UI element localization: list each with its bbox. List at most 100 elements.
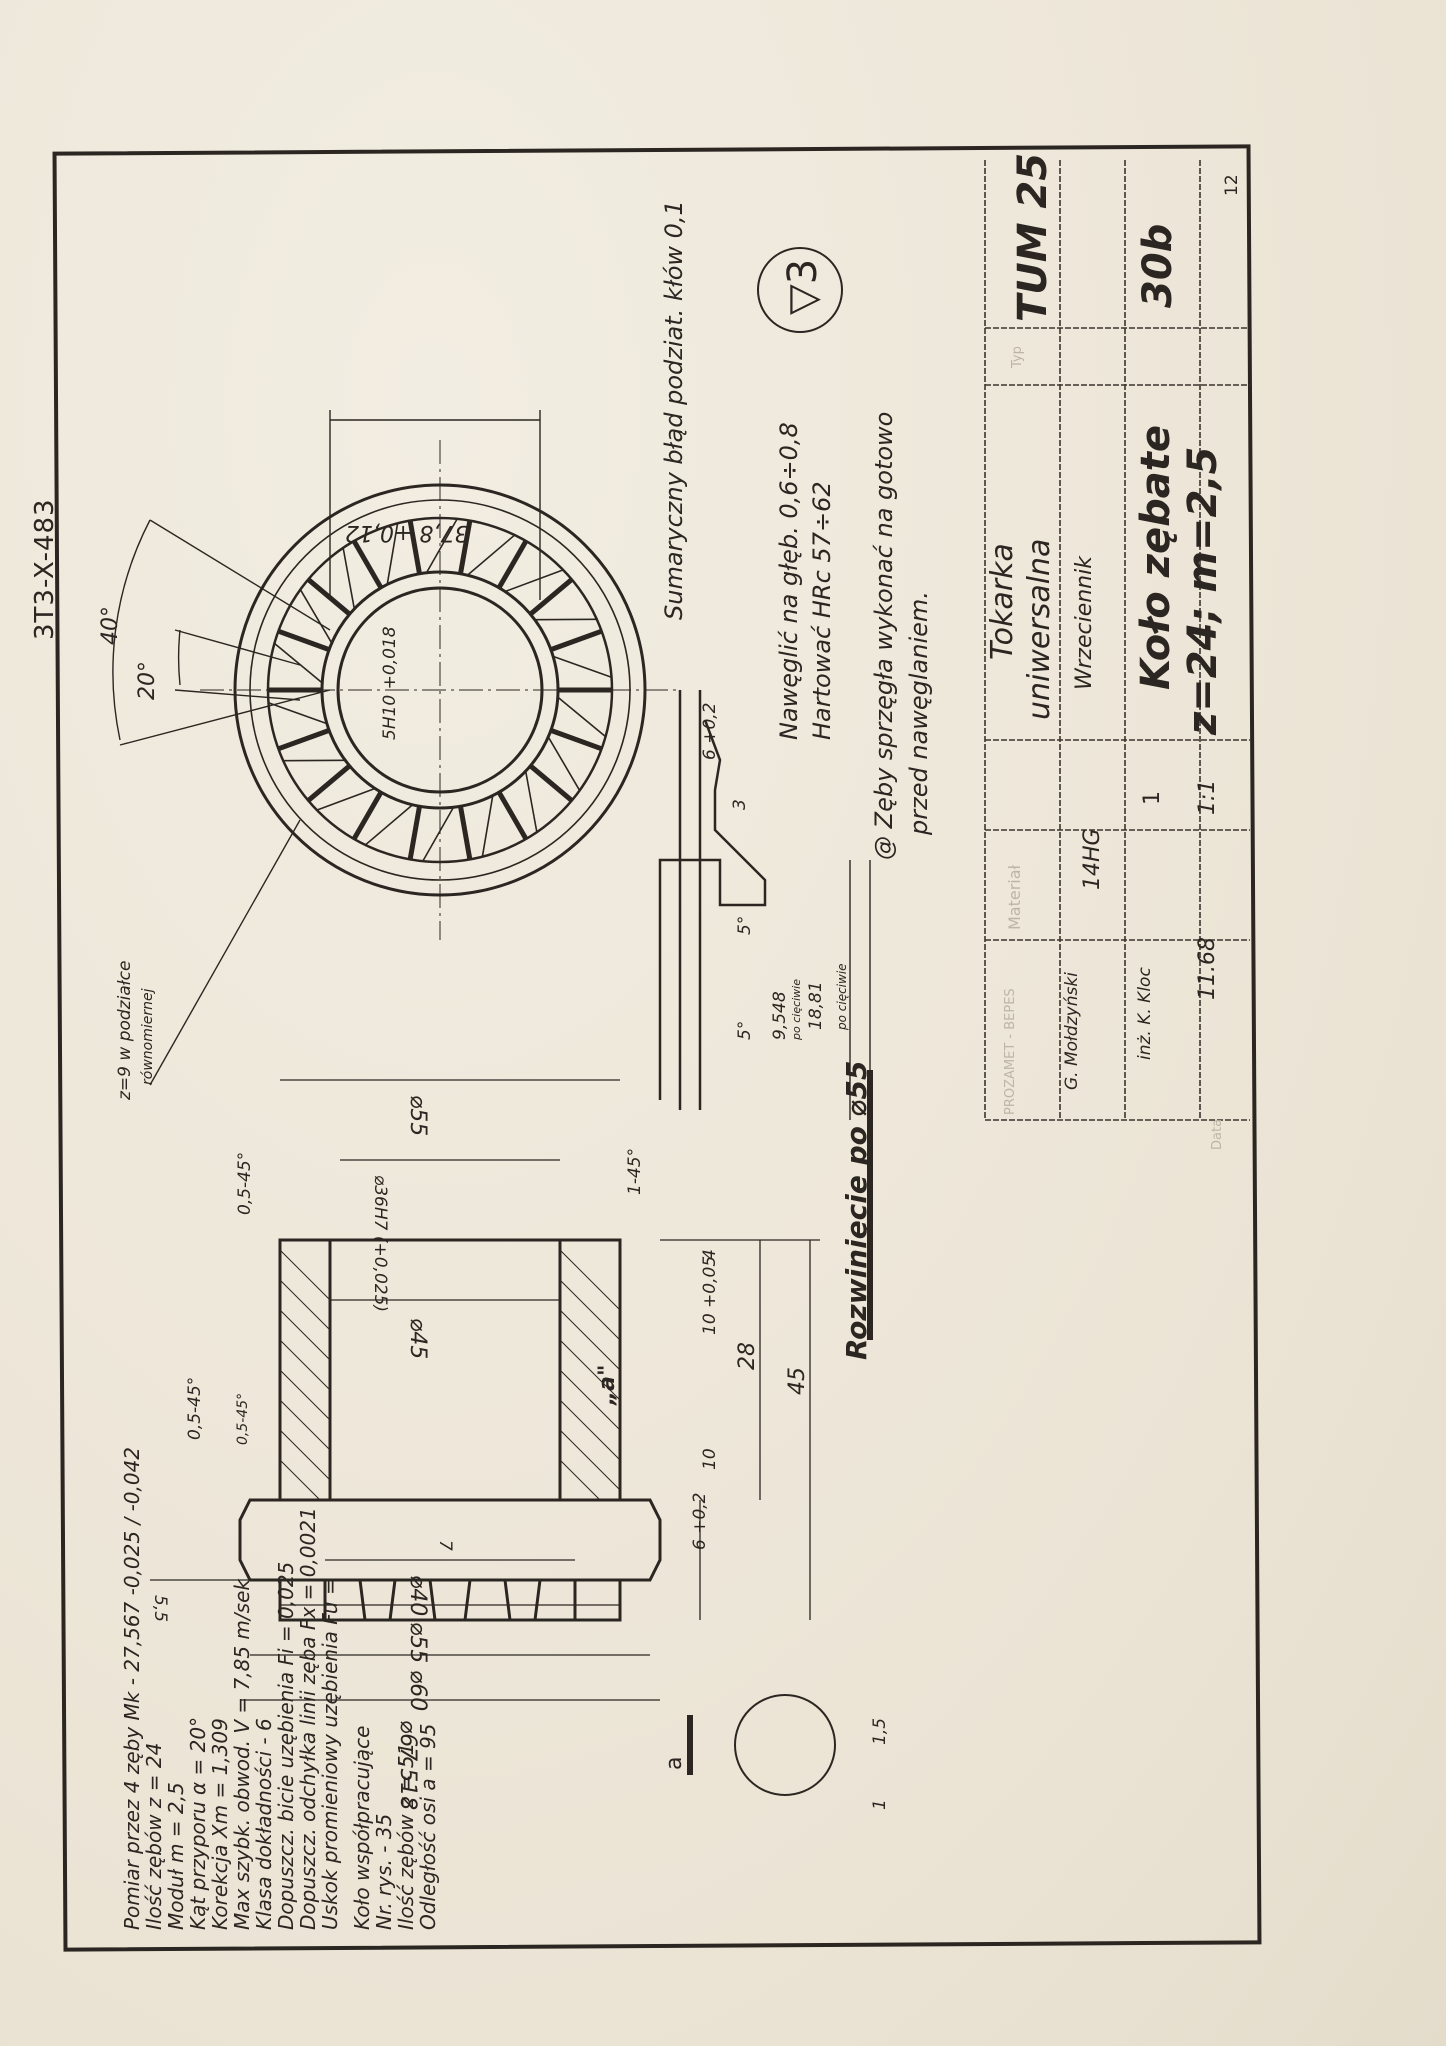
part-spec: z=24; m=2,5 [1180, 446, 1226, 735]
dev-dim-9548: 9,548 [770, 991, 790, 1040]
machine-name-line1: Tokarka [985, 543, 1020, 660]
dim-d55-lower: ⌀55 [405, 1622, 430, 1664]
gear-param-label: Nr. rys. [372, 1852, 396, 1930]
dim-28: 28 [735, 1342, 760, 1370]
pitch-note-2: równomiernej [140, 988, 156, 1085]
date-label: Data [1210, 1118, 1225, 1150]
tooth-slot [407, 520, 422, 575]
tooth-cross [386, 523, 399, 585]
chamfer-2: 0,5-45° [235, 1392, 251, 1445]
tooth-cross [547, 736, 581, 791]
company-name: PROZAMET - BEPES [1003, 988, 1018, 1115]
gear-param-label: Dopuszcz. odchyłka linii zęba [296, 1630, 320, 1930]
tooth-cross [299, 589, 333, 644]
surface-symbol: ▽3 [780, 258, 826, 315]
tooth-cross [425, 518, 458, 574]
material-label: Materiał [1005, 864, 1024, 930]
tooth-slot [458, 520, 473, 575]
dim-d45: ⌀45 [405, 1318, 430, 1360]
gear-param-row: Max szybk. obwod. V = 7,85 m/sek [230, 1579, 254, 1930]
gear-param-label: Ilość zębów [142, 1808, 166, 1930]
note-harden: Hartować HRc 57÷62 [808, 481, 836, 740]
gear-param-value: a = 95 [416, 1723, 440, 1791]
tooth-slot [458, 805, 473, 860]
angle-outer: 40° [98, 606, 123, 645]
tooth-slot [277, 628, 330, 652]
part-number: 30b [1135, 223, 1181, 308]
dim-7: 7 [435, 1540, 455, 1551]
dev-angle-1: 5° [735, 915, 755, 935]
dim-d36: ⌀36H7 (+0,025) [370, 1175, 390, 1313]
tooth-cross [481, 795, 494, 857]
detail-a [687, 1694, 836, 1796]
chamfer-3: 0,5-45° [235, 1151, 255, 1215]
dim-d55-upper: ⌀55 [405, 1095, 430, 1137]
gear-param-label: Kąt przyporu [186, 1794, 210, 1930]
dev-dim-3: 3 [730, 799, 750, 810]
gear-param-row: Nr. rys. - 35 [372, 1814, 396, 1930]
section-dims [150, 1079, 820, 1701]
tooth-slot [550, 628, 603, 652]
centerlines [200, 440, 680, 940]
dev-dim-9548-note: po cięciwie [790, 978, 803, 1040]
chamfer-4: 1-45° [625, 1147, 645, 1195]
tooth-cross [316, 787, 376, 811]
gear-param-label: Moduł [164, 1863, 188, 1930]
tooth-cross [557, 696, 607, 738]
gear-param-value: z = 24 [142, 1742, 166, 1809]
dim-4: 4 [700, 1249, 720, 1260]
gear-param-value: - 35 [372, 1813, 396, 1853]
material-value: 14HG [1080, 828, 1105, 890]
pitch-note-1: z=9 w podziałce [115, 960, 135, 1100]
tooth-slot [351, 790, 384, 841]
machine-name-line2: uniwersalna [1022, 538, 1057, 720]
development-view [658, 690, 871, 1120]
tooth-cross [268, 702, 328, 725]
dev-dim-6: 6 +0,2 [700, 702, 720, 761]
gear-param-label: Ilość zębów [394, 1808, 418, 1930]
tooth-slot [528, 763, 574, 803]
gear-param-value: m = 2,5 [164, 1782, 188, 1864]
surface-symbol-circle [757, 247, 843, 333]
gear-param-row: Dopuszcz. odchyłka linii zęba Fx = 0,002… [296, 1507, 320, 1930]
machine-type-label: Typ [1010, 346, 1025, 368]
gear-param-label: Max szybk. obwod. [230, 1733, 254, 1930]
gear-param-value: Xm = 1,309 [208, 1718, 232, 1839]
tooth-slot [277, 728, 330, 752]
gear-param-row: Pomiar przez 4 zęby Mk - 27,567 -0,025 /… [120, 1447, 144, 1930]
dev-dim-1881-note: po cięciwie [835, 963, 849, 1030]
designer-name: G. Mołdzyński [1062, 972, 1082, 1090]
tooth-cross [422, 806, 455, 862]
gear-param-row: Koło współpracujące [350, 1726, 374, 1930]
machine-type: TUM 25 [1010, 152, 1056, 322]
gear-param-row: Ilość zębów z = 51 [394, 1743, 418, 1930]
tooth-cross [504, 569, 564, 593]
dim-d60: ⌀60 [405, 1670, 430, 1712]
gear-param-label: Korekcja [208, 1838, 232, 1930]
gear-param-label: Koło współpracujące [350, 1725, 374, 1930]
gear-param-row: Moduł m = 2,5 [164, 1782, 188, 1930]
development-title: Rozwinięcie po ⌀55 [840, 1060, 873, 1360]
title-block-grid [984, 160, 1250, 1121]
tooth-cross [466, 534, 516, 576]
scale-value: 1:1 [1195, 779, 1220, 815]
note-clutch-teeth-1: @ Zęby sprzęgła wykonać na gotowo [870, 411, 898, 860]
tooth-cross [342, 547, 356, 610]
gear-param-label: Pomiar przez 4 zęby [120, 1720, 144, 1930]
note-carburize: Nawęglić na głęb. 0,6÷0,8 [775, 422, 803, 740]
tooth-slot [306, 763, 352, 803]
dim-45: 45 [785, 1367, 810, 1395]
gear-param-row: Ilość zębów z = 24 [142, 1743, 166, 1930]
tooth-slot [550, 728, 603, 752]
tooth-cross [273, 642, 323, 684]
note-pitch-error: Sumaryczny błąd podziat. kłów 0,1 [660, 200, 688, 620]
angle-dims [112, 519, 331, 1086]
gear-param-value: V = 7,85 m/sek [230, 1579, 254, 1734]
dim-5-5: 5,5 [150, 1595, 170, 1623]
date-value: 11.68 [1195, 937, 1220, 1000]
tooth-cross [552, 655, 612, 678]
tooth-cross [524, 770, 538, 833]
gear-param-value: Mk - 27,567 -0,025 / -0,042 [120, 1446, 144, 1721]
